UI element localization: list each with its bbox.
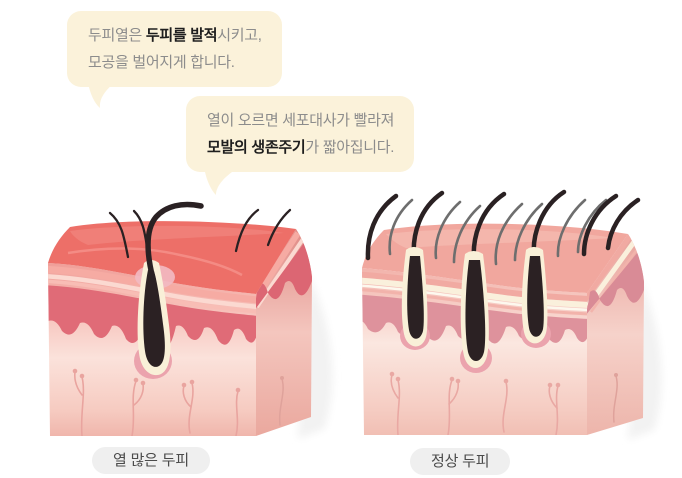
follicle-root <box>465 260 486 361</box>
callout-hair-cycle: 열이 오르면 세포대사가 빨라져 모발의 생존주기가 짧아집니다. <box>186 96 415 172</box>
skin-side-face <box>256 229 312 436</box>
label-normal-scalp: 정상 두피 <box>410 448 511 475</box>
normal-scalp-illustration <box>362 189 662 440</box>
follicle-root <box>527 256 544 337</box>
vessel-buds <box>72 368 241 393</box>
callout-1-line-2: 모공을 벌어지게 합니다. <box>88 54 235 71</box>
thin-hair-strands <box>388 198 608 266</box>
blood-vessels <box>390 374 559 435</box>
skin-side-face <box>587 234 644 435</box>
follicle-root <box>407 256 424 339</box>
hair-follicle-1 <box>400 247 430 350</box>
callout-scalp-redness: 두피열은 두피를 발적시키고, 모공을 벌어지게 합니다. <box>67 11 282 87</box>
enlarged-hair-follicle <box>134 201 204 379</box>
callout-2-tail <box>205 172 232 195</box>
callout-1-tail <box>88 83 114 108</box>
inflamed-scalp-illustration <box>48 201 333 439</box>
hair-follicle-3 <box>521 247 551 348</box>
callout-2-line-2: 모발의 생존주기가 짧아집니다. <box>207 139 395 156</box>
vessel-buds <box>389 371 561 388</box>
follicle-root <box>143 270 165 367</box>
thick-hair-strand <box>145 201 204 282</box>
callout-2-line-1: 열이 오르면 세포대사가 빨라져 <box>207 112 395 129</box>
label-hot-scalp: 열 많은 두피 <box>92 447 210 474</box>
blood-vessels <box>73 371 239 436</box>
callout-1-line-1: 두피열은 두피를 발적시키고, <box>88 27 262 44</box>
hair-follicle-2 <box>460 251 492 373</box>
